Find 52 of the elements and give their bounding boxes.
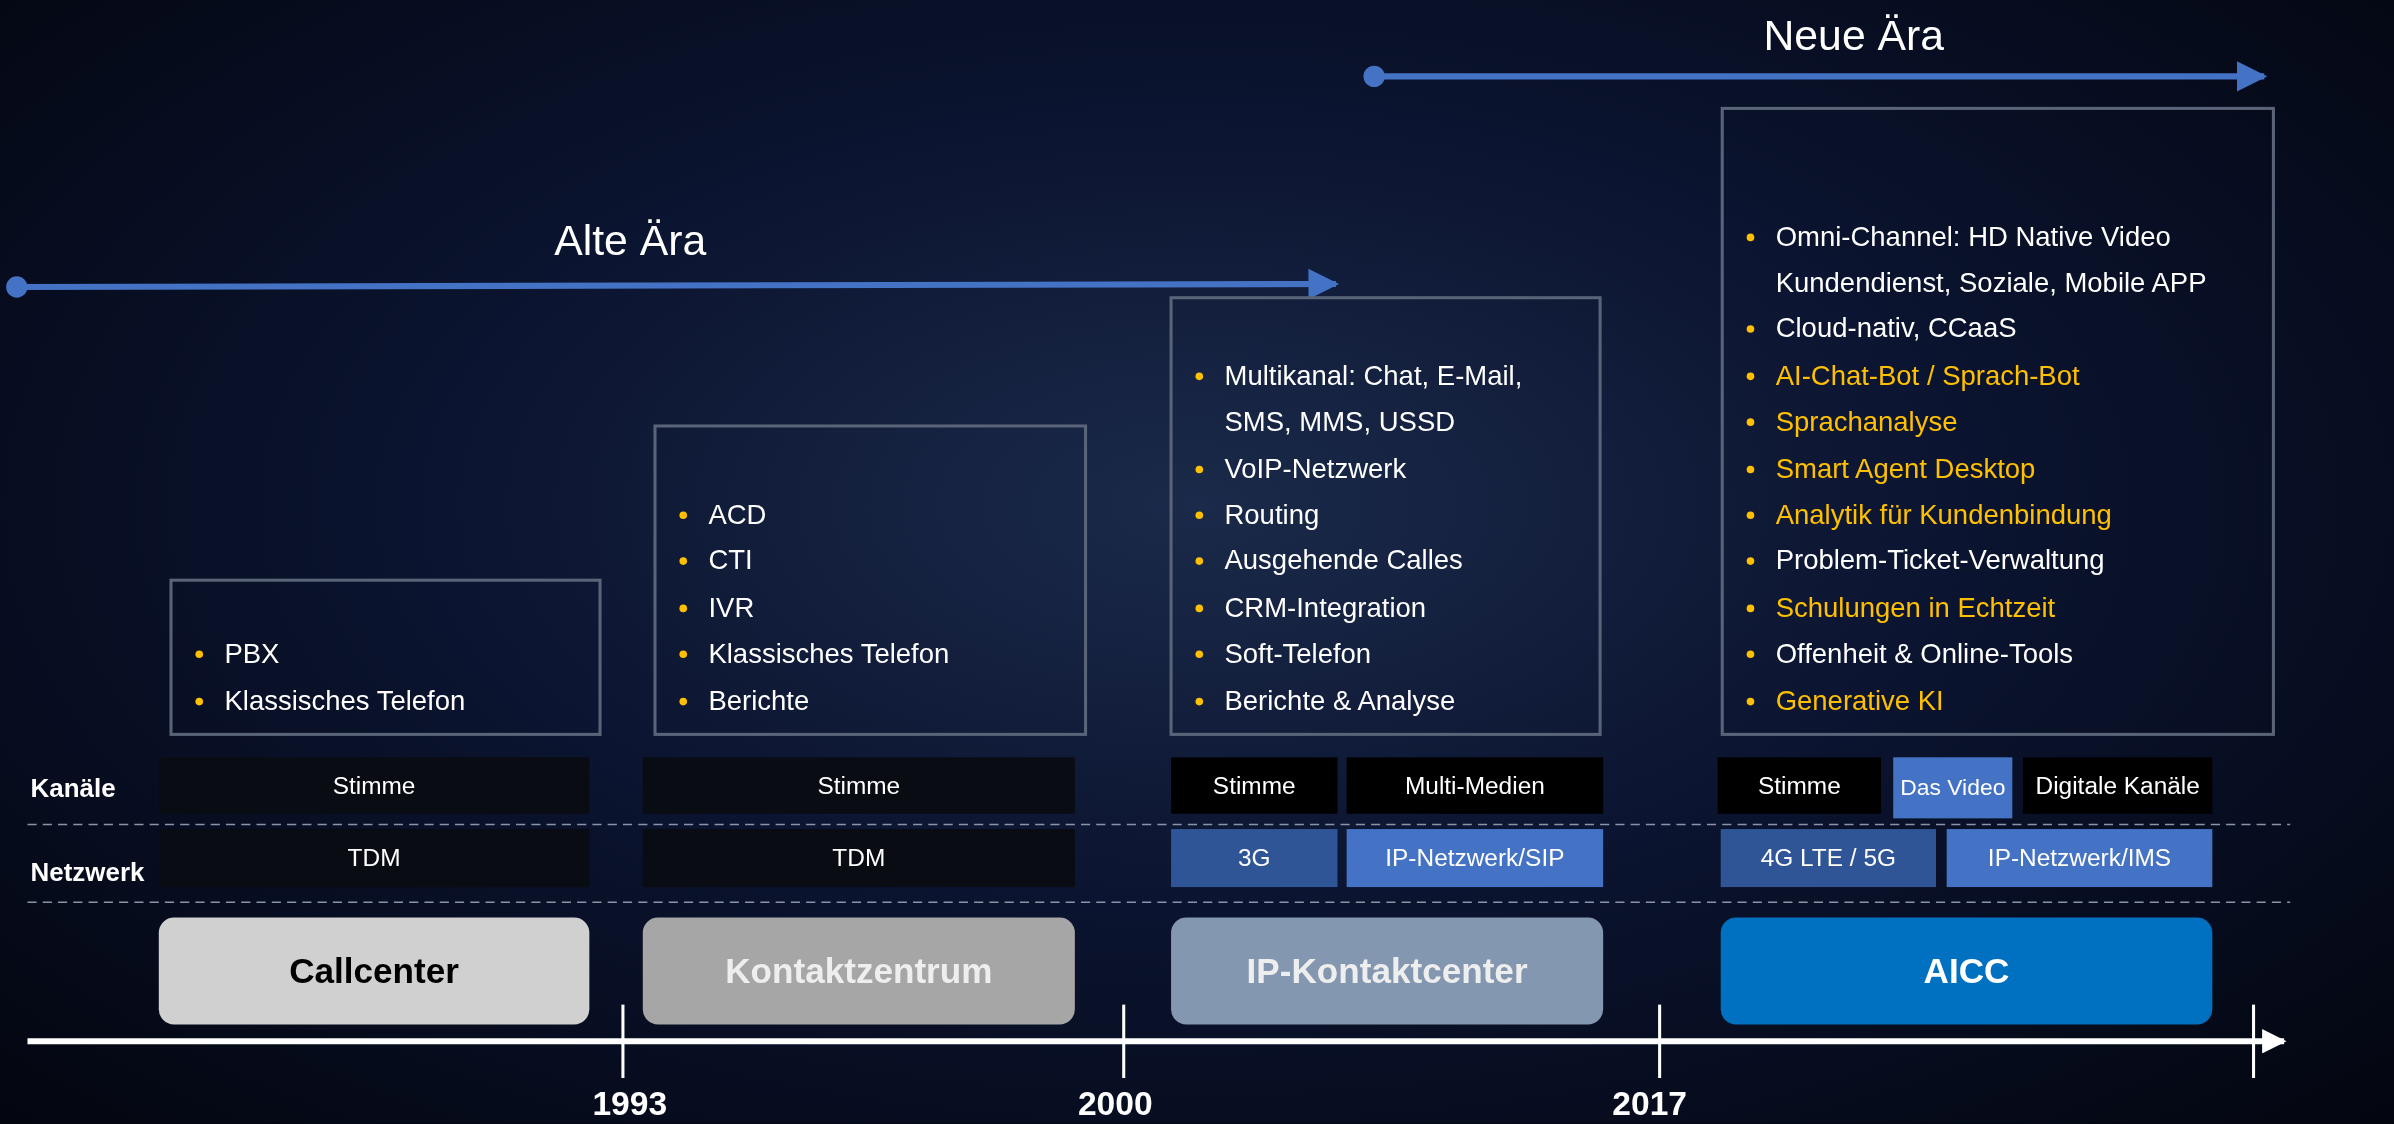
list-item: Problem-Ticket-Verwaltung (1775, 545, 2105, 577)
year-label: 2017 (1612, 1084, 1688, 1124)
table-cell: IP-Netzwerk/SIP (1346, 829, 1604, 888)
list-item: Generative KI (1775, 684, 1944, 716)
table-cell: Multi-Medien (1346, 757, 1604, 814)
list-item: CRM-Integration (1224, 592, 1427, 623)
list-item: AI-Chat-Bot / Sprach-Bot (1775, 359, 2080, 391)
list-item: IVR (708, 592, 755, 623)
list-item: Ausgehende Calles (1224, 545, 1463, 577)
era-box: Callcenter (158, 917, 590, 1025)
year-label: 1993 (592, 1084, 668, 1124)
table-cell: 3G (1171, 829, 1338, 888)
list-item: CTI (708, 545, 753, 577)
era-box: IP-Kontaktcenter (1171, 917, 1604, 1025)
list-item: Analytik für Kundenbindung (1775, 499, 2112, 530)
list-item: Klassisches Telefon (708, 638, 950, 669)
table-cell: Stimme (1717, 757, 1881, 814)
table-cell: TDM (158, 829, 590, 888)
year-label: 2000 (1077, 1084, 1153, 1124)
list-item: Soft-Telefon (1224, 638, 1372, 669)
era-label: Neue Ära (1763, 12, 1945, 62)
list-item: Routing (1224, 499, 1320, 530)
row-label: Kanäle (30, 774, 116, 805)
table-cell: 4G LTE / 5G (1720, 829, 1936, 888)
table-cell: Stimme (158, 757, 590, 814)
list-item: Berichte & Analyse (1224, 684, 1456, 716)
table-cell: TDM (642, 829, 1075, 888)
feature-box (1169, 296, 1602, 736)
row-label: Netzwerk (30, 858, 145, 889)
list-item: Klassisches Telefon (224, 684, 466, 716)
era-box: Kontaktzentrum (642, 917, 1075, 1025)
era-box: AICC (1720, 917, 2213, 1025)
feature-box (1720, 106, 2275, 736)
list-item: Omni-Channel: HD Native Video Kundendienst, Soziale, Mobile APP (1775, 220, 2207, 298)
list-item: Schulungen in Echtzeit (1775, 592, 2056, 623)
table-cell: IP-Netzwerk/IMS (1946, 829, 2213, 888)
list-item: Offenheit & Online-Tools (1775, 638, 2074, 669)
feature-box (653, 424, 1088, 736)
list-item: Smart Agent Desktop (1775, 452, 2036, 484)
list-item: PBX (224, 638, 280, 669)
list-item: VoIP-Netzwerk (1224, 452, 1407, 484)
list-item: Sprachanalyse (1775, 406, 1958, 437)
table-cell: Stimme (1171, 757, 1338, 814)
list-item: Cloud-nativ, CCaaS (1775, 313, 2017, 345)
table-cell: Digitale Kanäle (2023, 757, 2213, 814)
list-item: Berichte (708, 684, 810, 716)
list-item: Multikanal: Chat, E-Mail, SMS, MMS, USSD (1224, 359, 1523, 437)
table-cell: Stimme (642, 757, 1075, 814)
feature-box (169, 578, 602, 736)
era-label: Alte Ära (554, 216, 707, 266)
table-cell: Das Video (1893, 757, 2013, 819)
list-item: ACD (708, 499, 767, 530)
